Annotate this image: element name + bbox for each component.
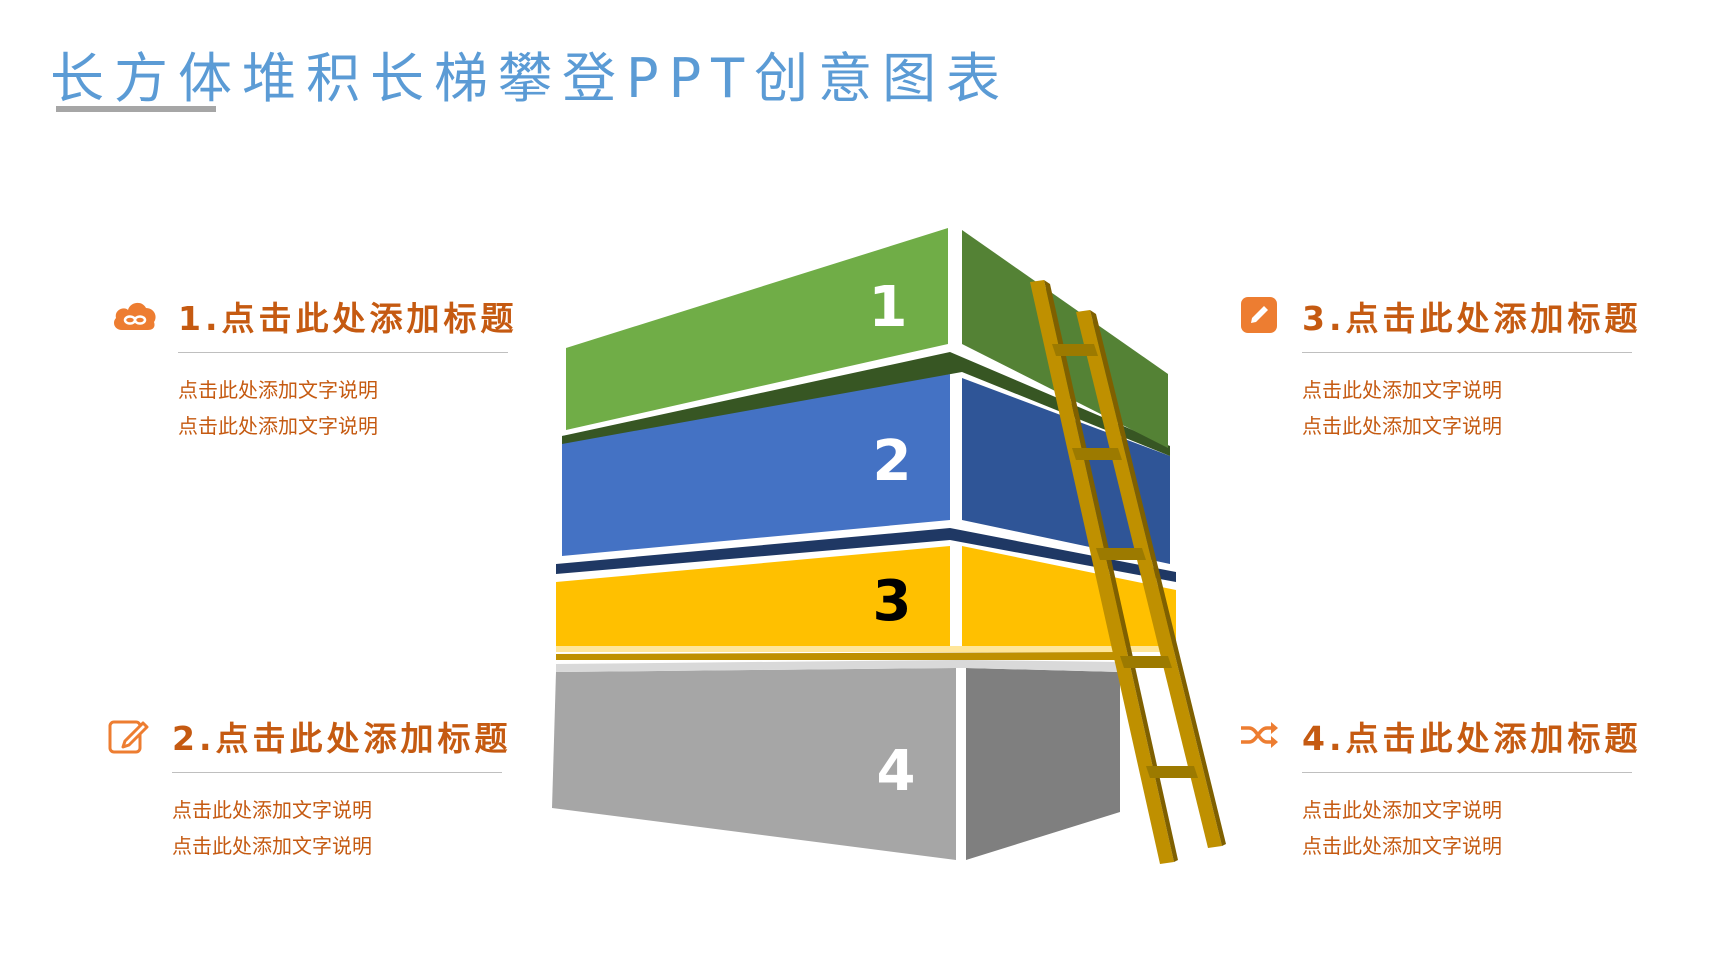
text-block-4: 4.点击此处添加标题 点击此处添加文字说明 点击此处添加文字说明 [1236, 710, 1656, 858]
text-block-3: 3.点击此处添加标题 点击此处添加文字说明 点击此处添加文字说明 [1236, 290, 1656, 438]
block-3-title[interactable]: 3.点击此处添加标题 [1302, 299, 1642, 338]
block-1-line-2: 点击此处添加文字说明 [178, 414, 378, 438]
block-1-rule [178, 352, 508, 353]
layer-2: 2 [556, 374, 1176, 582]
block-1-description[interactable]: 点击此处添加文字说明 点击此处添加文字说明 [178, 372, 378, 444]
cloud-link-icon [112, 294, 158, 336]
layer-3-number: 3 [873, 569, 912, 634]
block-4-line-2: 点击此处添加文字说明 [1302, 834, 1502, 858]
block-2-line-2: 点击此处添加文字说明 [172, 834, 372, 858]
text-block-2: 2.点击此处添加标题 点击此处添加文字说明 点击此处添加文字说明 [106, 710, 526, 858]
layer-1-number: 1 [869, 275, 908, 340]
page-title: 长方体堆积长梯攀登PPT创意图表 [50, 47, 1011, 110]
pencil-icon [1236, 294, 1282, 336]
text-block-1: 1.点击此处添加标题 点击此处添加文字说明 点击此处添加文字说明 [112, 290, 532, 438]
layer-1: 1 [562, 228, 1170, 456]
block-3-rule [1302, 352, 1632, 353]
block-2-line-1: 点击此处添加文字说明 [172, 798, 372, 822]
block-2-description[interactable]: 点击此处添加文字说明 点击此处添加文字说明 [172, 792, 372, 864]
block-2-rule [172, 772, 502, 773]
layer-4-number: 4 [877, 739, 916, 804]
block-2-title[interactable]: 2.点击此处添加标题 [172, 719, 512, 758]
block-4-line-1: 点击此处添加文字说明 [1302, 798, 1502, 822]
edit-icon [106, 714, 152, 756]
layer-2-number: 2 [873, 429, 912, 494]
layer-4: 4 [552, 660, 1120, 860]
block-1-line-1: 点击此处添加文字说明 [178, 378, 378, 402]
block-4-description[interactable]: 点击此处添加文字说明 点击此处添加文字说明 [1302, 792, 1502, 864]
block-3-description[interactable]: 点击此处添加文字说明 点击此处添加文字说明 [1302, 372, 1502, 444]
title-underline [56, 106, 216, 112]
block-1-title[interactable]: 1.点击此处添加标题 [178, 299, 518, 338]
block-4-title[interactable]: 4.点击此处添加标题 [1302, 719, 1642, 758]
shuffle-icon [1236, 714, 1282, 756]
block-3-line-1: 点击此处添加文字说明 [1302, 378, 1502, 402]
block-3-line-2: 点击此处添加文字说明 [1302, 414, 1502, 438]
ladder [1030, 280, 1226, 864]
layer-3: 3 [556, 546, 1176, 660]
block-4-rule [1302, 772, 1632, 773]
